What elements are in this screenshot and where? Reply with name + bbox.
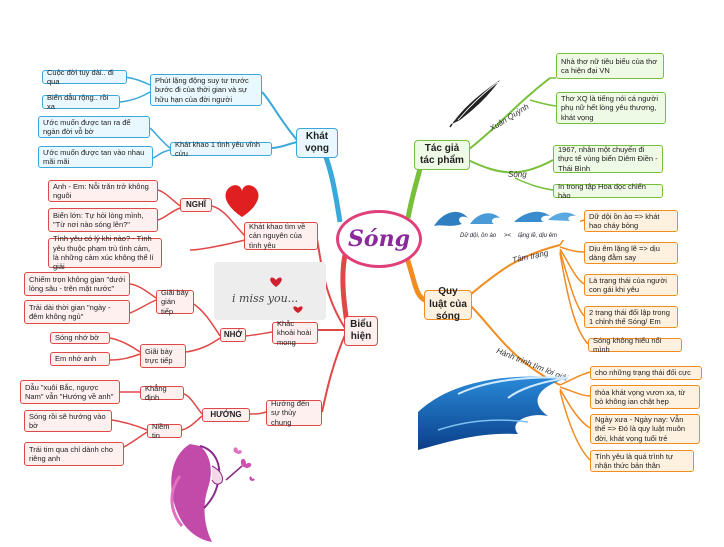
huong-niem-tin-b: Trái tim qua chỉ dành cho riêng anh bbox=[24, 442, 124, 466]
miss-you-note-art: i miss you... bbox=[214, 262, 326, 320]
tac-gia-a1: Nhà thơ nữ tiêu biểu của thơ ca hiện đại… bbox=[556, 53, 664, 79]
huong-khang-dinh-a: Dẫu "xuôi Bắc, ngược Nam" vẫn "Hướng về … bbox=[20, 380, 120, 404]
miss-you-note-image: i miss you... bbox=[214, 262, 326, 320]
feather-pen-icon bbox=[449, 80, 500, 128]
quy-luat-b3: Ngày xưa - Ngày nay: Vẫn thế => Đó là qu… bbox=[590, 414, 700, 444]
quy-luat-a5: Sóng không hiểu nổi mình bbox=[588, 336, 682, 354]
tac-gia-b1: 1967, nhân một chuyến đi thực tế vùng bi… bbox=[553, 145, 663, 173]
quy-luat-a3: Là trạng thái của người con gái khi yêu bbox=[584, 274, 678, 296]
nho-truc-tiep-b: Em nhớ anh bbox=[50, 352, 110, 366]
branch-khat-vong: Khát vọng bbox=[296, 128, 338, 158]
wave-caption-sep: >< bbox=[504, 233, 512, 239]
ocean-wave-image bbox=[418, 376, 569, 450]
nho-gian-tiep-b: Trải dài thời gian "ngày - đêm không ngủ… bbox=[24, 300, 130, 324]
branch-quy-luat-cua-song: Quy luật của sóng bbox=[424, 286, 472, 322]
nho-truc-tiep-a: Sóng nhớ bờ bbox=[50, 332, 110, 344]
huong-niem-tin: Niềm tin bbox=[147, 422, 182, 440]
wave-caption-1: Dữ dội, ồn ào bbox=[460, 233, 497, 239]
wave-caption-2: lặng lẽ, dịu êm bbox=[518, 233, 557, 239]
quy-luat-b1: cho những trạng thái đối cực bbox=[590, 366, 702, 380]
quy-luat-a1: Dữ dội ồn ào => khát hao cháy bỏng bbox=[584, 210, 678, 232]
label-song: Sóng bbox=[508, 170, 527, 179]
quy-luat-b2: thỏa khát vọng vươn xa, từ bỏ không ian … bbox=[590, 385, 700, 409]
nghi-b: Biển lớn: Tự hỏi lòng mình, "Từ nơi nào … bbox=[48, 208, 158, 232]
khat-vong-item-2: Khát khao 1 tình yêu vĩnh cửu bbox=[170, 140, 272, 158]
khat-vong-item-1: Phút lặng động suy tư trước bước đi của … bbox=[150, 74, 262, 106]
khat-vong-item-1a: Cuộc đời tuy dài.. đi qua bbox=[42, 68, 127, 86]
bieu-hien-thuy-chung: Hướng đến sự thủy chung bbox=[266, 399, 322, 427]
girl-illustration bbox=[170, 444, 255, 542]
khat-vong-item-2b: Ước muốn được tan vào nhau mãi mãi bbox=[38, 146, 153, 168]
huong-niem-tin-a: Sóng rồi sẽ hướng vào bờ bbox=[24, 410, 112, 432]
nho-truc-tiep: Giãi bày trực tiếp bbox=[140, 344, 186, 368]
nho-gian-tiep: Giãi bày gián tiếp bbox=[156, 288, 194, 316]
heart-icon bbox=[225, 185, 259, 217]
tac-gia-a2: Thơ XQ là tiếng nói cá người phụ nữ hết … bbox=[556, 92, 666, 124]
label-nho: NHỚ bbox=[220, 328, 246, 342]
quy-luat-a4: 2 trạng thái đối lập trong 1 chỉnh thể S… bbox=[584, 306, 678, 328]
tac-gia-b2: In trong tập Hoa dọc chiến hào bbox=[553, 182, 663, 200]
branch-tac-gia-tac-pham: Tác giả tác phẩm bbox=[414, 140, 470, 170]
quy-luat-a2: Dịu êm lặng lẽ => dịu dàng đằm say bbox=[584, 242, 678, 264]
nghi-c: Tình yêu có lý khi nào? - Tình yêu thuộc… bbox=[48, 234, 162, 271]
quy-luat-b4: Tình yêu là quá trình tự nhận thức bản t… bbox=[590, 450, 694, 472]
nho-gian-tiep-a: Chiếm trọn không gian "dưới lòng sâu - t… bbox=[24, 272, 130, 296]
branch-bieu-hien: Biểu hiện bbox=[344, 316, 378, 346]
central-topic: Sóng bbox=[336, 210, 422, 268]
nghi-a: Anh - Em: Nỗi trăn trở không nguôi bbox=[48, 180, 158, 202]
huong-khang-dinh: Khẳng định bbox=[140, 384, 184, 402]
label-huong: HƯỚNG bbox=[202, 408, 250, 422]
wave-banner-image: Dữ dội, ồn ào >< lặng lẽ, dịu êm bbox=[430, 200, 580, 240]
khat-vong-item-1b: Biển dẫu rộng.. rồi xa bbox=[42, 93, 120, 111]
khat-vong-item-2a: Ước muốn được tan ra để ngàn đời vỗ bờ bbox=[38, 116, 150, 138]
miss-you-text: i miss you... bbox=[232, 292, 298, 305]
bieu-hien-khac-khoai: Khắc khoải hoài mong bbox=[272, 319, 318, 347]
label-nghi: NGHĨ bbox=[180, 198, 212, 212]
bieu-hien-khat-khao: Khát khao tìm về cản nguyên của tình yêu bbox=[244, 222, 318, 250]
